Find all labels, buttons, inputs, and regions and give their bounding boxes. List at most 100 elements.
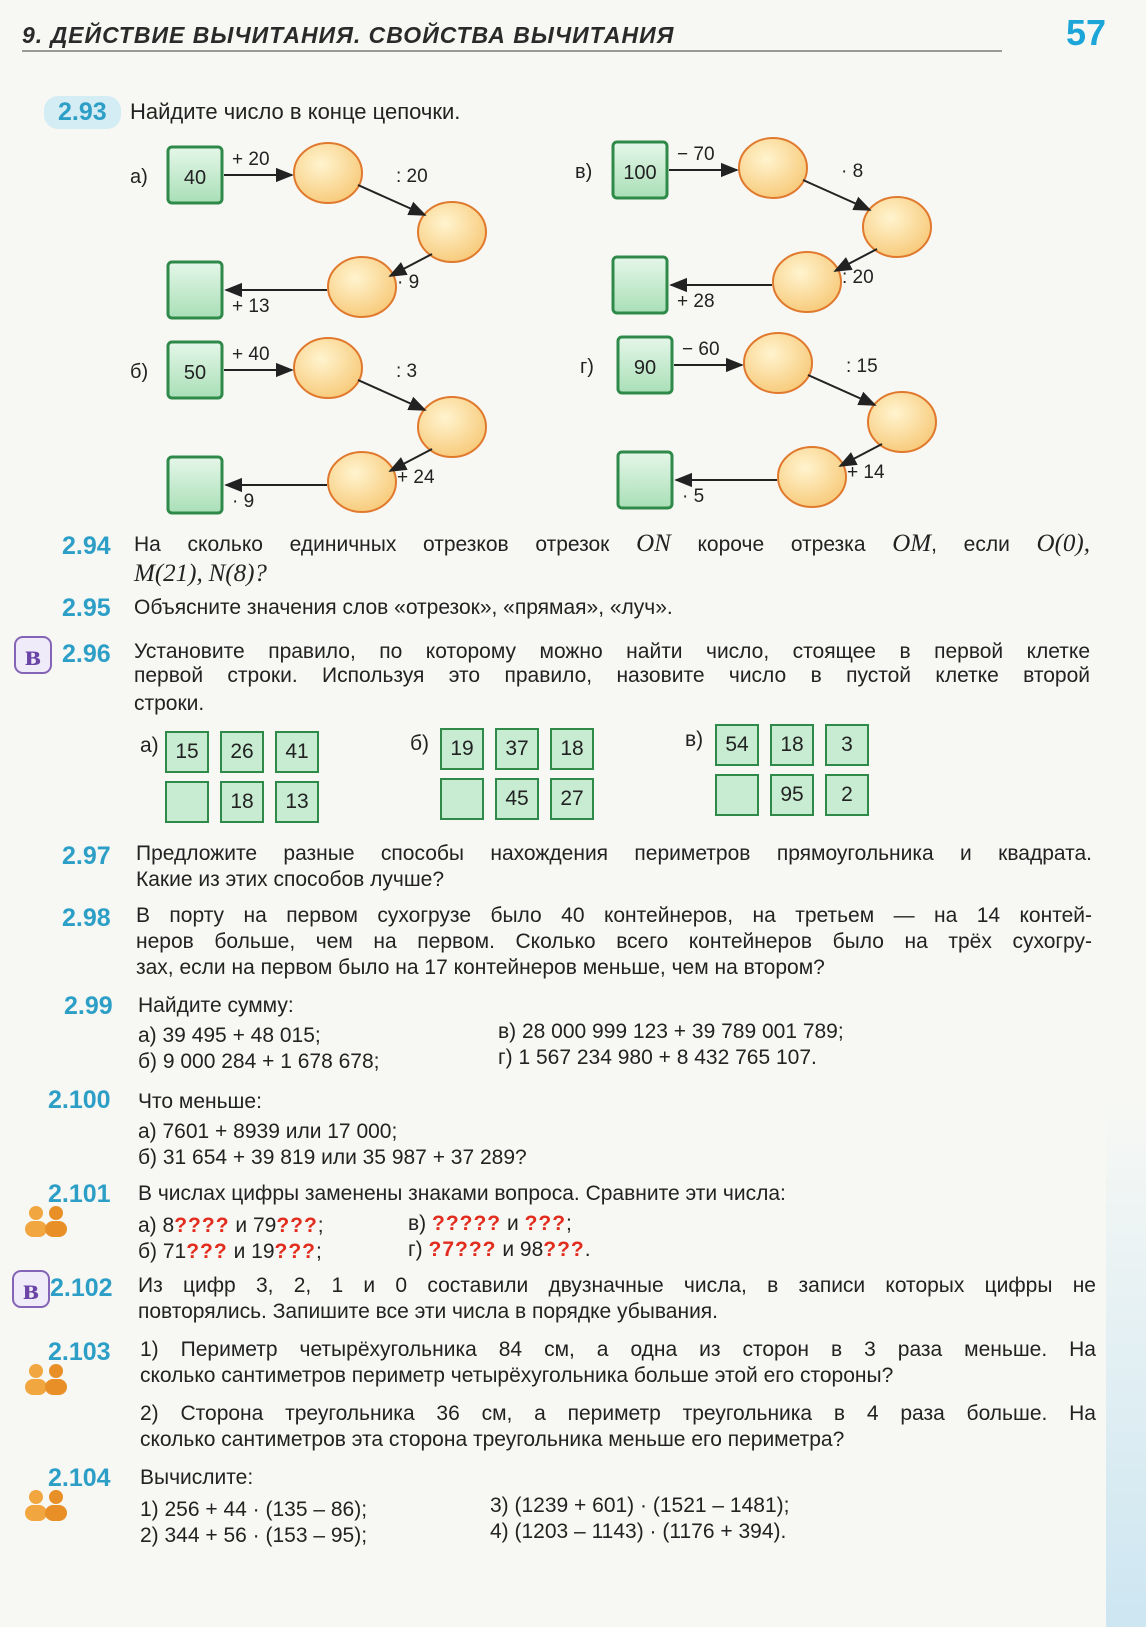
problem-number-2-94: 2.94 xyxy=(62,532,111,560)
problem-2-94-mid: короче отрезка xyxy=(697,533,866,556)
pair-work-icon xyxy=(25,1364,67,1395)
problem-2-98-line-1: В порту на первом сухогрузе было 40 конт… xyxy=(136,904,1092,927)
problem-2-93-text: Найдите число в конце цепочки. xyxy=(130,99,461,124)
problem-2-96-line-2: первой строки. Используя это правило, на… xyxy=(134,664,1090,687)
grid-a-cell-r1c2: 26 xyxy=(220,731,264,773)
problem-2-99-item-g: г) 1 567 234 980 + 8 432 765 107. xyxy=(498,1046,817,1069)
grid-v-cell-r1c3: 3 xyxy=(825,724,869,766)
problem-2-100-text: Что меньше: xyxy=(138,1090,262,1113)
chain-g-op-1: − 60 xyxy=(682,339,720,360)
problem-2-99-item-v: в) 28 000 999 123 + 39 789 001 789; xyxy=(498,1020,844,1043)
chain-g-start-box xyxy=(616,335,674,395)
chain-g-op-3: + 14 xyxy=(847,462,885,483)
chain-v-op-3: : 20 xyxy=(842,267,874,288)
chain-g-arrow-2 xyxy=(807,374,877,406)
point-o: O(0), xyxy=(1036,530,1090,557)
problem-2-102-line-1: Из цифр 3, 2, 1 и 0 составили двузначные… xyxy=(138,1274,1096,1297)
problem-2-104-item-4: 4) (1203 – 1143) · (1176 + 394). xyxy=(490,1520,787,1543)
chain-v-op-4: + 28 xyxy=(677,291,715,312)
item-g-label: г) xyxy=(408,1238,423,1261)
grid-b-cell-r1c3: 18 xyxy=(550,728,594,770)
item-g-end: . xyxy=(584,1238,591,1261)
grid-b-cell-r2c3: 27 xyxy=(550,778,594,820)
chain-g-label: г) xyxy=(580,356,594,378)
chain-v-op-1: − 70 xyxy=(677,144,715,165)
item-v-q1: ????? xyxy=(432,1212,502,1235)
problem-2-99-item-a: а) 39 495 + 48 015; xyxy=(138,1024,321,1047)
chain-v-op-2: · 8 xyxy=(841,161,863,182)
chain-a-op-4: + 13 xyxy=(232,296,270,317)
chain-v-circle-3 xyxy=(772,251,842,313)
grid-v-cell-r2c2: 95 xyxy=(770,774,814,816)
chain-b-circle-2 xyxy=(417,396,487,458)
chain-v-circle-2 xyxy=(862,196,932,258)
problem-2-104-item-3: 3) (1239 + 601) · (1521 – 1481); xyxy=(490,1494,790,1517)
item-v-mid: и xyxy=(506,1212,519,1235)
chain-g-op-4: · 5 xyxy=(682,486,704,507)
chain-g-op-2: : 15 xyxy=(846,356,878,377)
problem-2-103-part1-line-2: сколько сантиметров периметр четырёхугол… xyxy=(140,1364,894,1387)
decorative-side-strip xyxy=(1106,1100,1146,1627)
grid-a-cell-r1c3: 41 xyxy=(275,731,319,773)
item-g-n2: 98 xyxy=(519,1238,544,1261)
grid-a-cell-r2c1-empty xyxy=(165,781,209,823)
chain-b-arrow-3 xyxy=(388,448,433,472)
grid-b-label: б) xyxy=(410,732,430,755)
chain-a-arrow-3 xyxy=(388,253,433,277)
problem-2-101-item-g: г) ?7??? и 98???. xyxy=(408,1236,591,1264)
point-n: N(8)? xyxy=(208,560,267,587)
grid-v-cell-r2c1-empty xyxy=(715,774,759,816)
chain-g-arrow-3 xyxy=(838,443,883,467)
grid-b-cell-r1c2: 37 xyxy=(495,728,539,770)
problem-2-101-item-b: б) 71??? и 19???; xyxy=(138,1238,322,1266)
problem-number-2-93: 2.93 xyxy=(44,96,121,129)
problem-number-2-104: 2.104 xyxy=(48,1464,111,1492)
problem-2-102-line-2: повторялись. Запишите все эти числа в по… xyxy=(138,1300,719,1323)
chain-b-op-4: · 9 xyxy=(232,491,254,512)
problem-2-96-line-1: Установите правило, по которому можно на… xyxy=(134,640,1090,663)
problem-2-97-line-2: Какие из этих способов лучше? xyxy=(136,868,445,891)
chain-a-circle-3 xyxy=(327,256,397,318)
letter-v-icon: в xyxy=(12,1270,50,1308)
pair-work-icon xyxy=(25,1490,67,1521)
chain-a-op-3: · 9 xyxy=(397,272,419,293)
problem-2-104-item-2: 2) 344 + 56 · (153 – 95); xyxy=(140,1524,368,1547)
chain-v-start-value: 100 xyxy=(623,162,656,184)
chain-b-label: б) xyxy=(130,361,148,383)
chain-b-start-value: 50 xyxy=(184,362,206,384)
problem-number-2-99: 2.99 xyxy=(64,992,113,1020)
grid-b-cell-r2c2: 45 xyxy=(495,778,539,820)
grid-a-cell-r2c3: 13 xyxy=(275,781,319,823)
problem-2-101-item-v: в) ????? и ???; xyxy=(408,1210,572,1238)
problem-2-94-post: , если xyxy=(931,533,1010,556)
point-m: M(21), xyxy=(134,560,203,587)
item-g-q2: ??? xyxy=(543,1238,585,1261)
problem-number-2-95: 2.95 xyxy=(62,594,111,622)
problem-2-97-line-1: Предложите разные способы нахождения пер… xyxy=(136,842,1092,865)
item-a-mid: и xyxy=(235,1214,248,1237)
problem-2-95-text: Объясните значения слов «отрезок», «прям… xyxy=(134,596,673,619)
item-v-end: ; xyxy=(566,1212,572,1235)
problem-2-94-line-2: M(21), N(8)? xyxy=(134,560,267,589)
chain-v-end-box xyxy=(611,255,669,315)
grid-v-label: в) xyxy=(685,728,704,751)
segment-on: ON xyxy=(636,530,671,557)
item-a-end: ; xyxy=(317,1214,324,1237)
item-a-n2: 79 xyxy=(252,1214,277,1237)
grid-v-cell-r1c2: 18 xyxy=(770,724,814,766)
chain-a-start-box xyxy=(166,145,224,205)
chain-g-end-box xyxy=(616,450,674,510)
chain-v-circle-1 xyxy=(738,137,808,199)
chain-a-label: а) xyxy=(130,166,148,188)
problem-2-100-item-a: а) 7601 + 8939 или 17 000; xyxy=(138,1120,398,1143)
item-v-label: в) xyxy=(408,1212,427,1235)
page-number: 57 xyxy=(1065,12,1106,53)
problem-2-99-item-b: б) 9 000 284 + 1 678 678; xyxy=(138,1050,380,1073)
problem-number-2-100: 2.100 xyxy=(48,1086,111,1114)
page-header-title: 9. ДЕЙСТВИЕ ВЫЧИТАНИЯ. СВОЙСТВА ВЫЧИТАНИ… xyxy=(22,22,675,48)
item-g-mid: и xyxy=(502,1238,515,1261)
problem-number-2-96: 2.96 xyxy=(62,640,111,668)
chain-a-start-value: 40 xyxy=(184,167,206,189)
item-b-end: ; xyxy=(315,1240,322,1263)
item-b-n2: 19 xyxy=(251,1240,275,1263)
